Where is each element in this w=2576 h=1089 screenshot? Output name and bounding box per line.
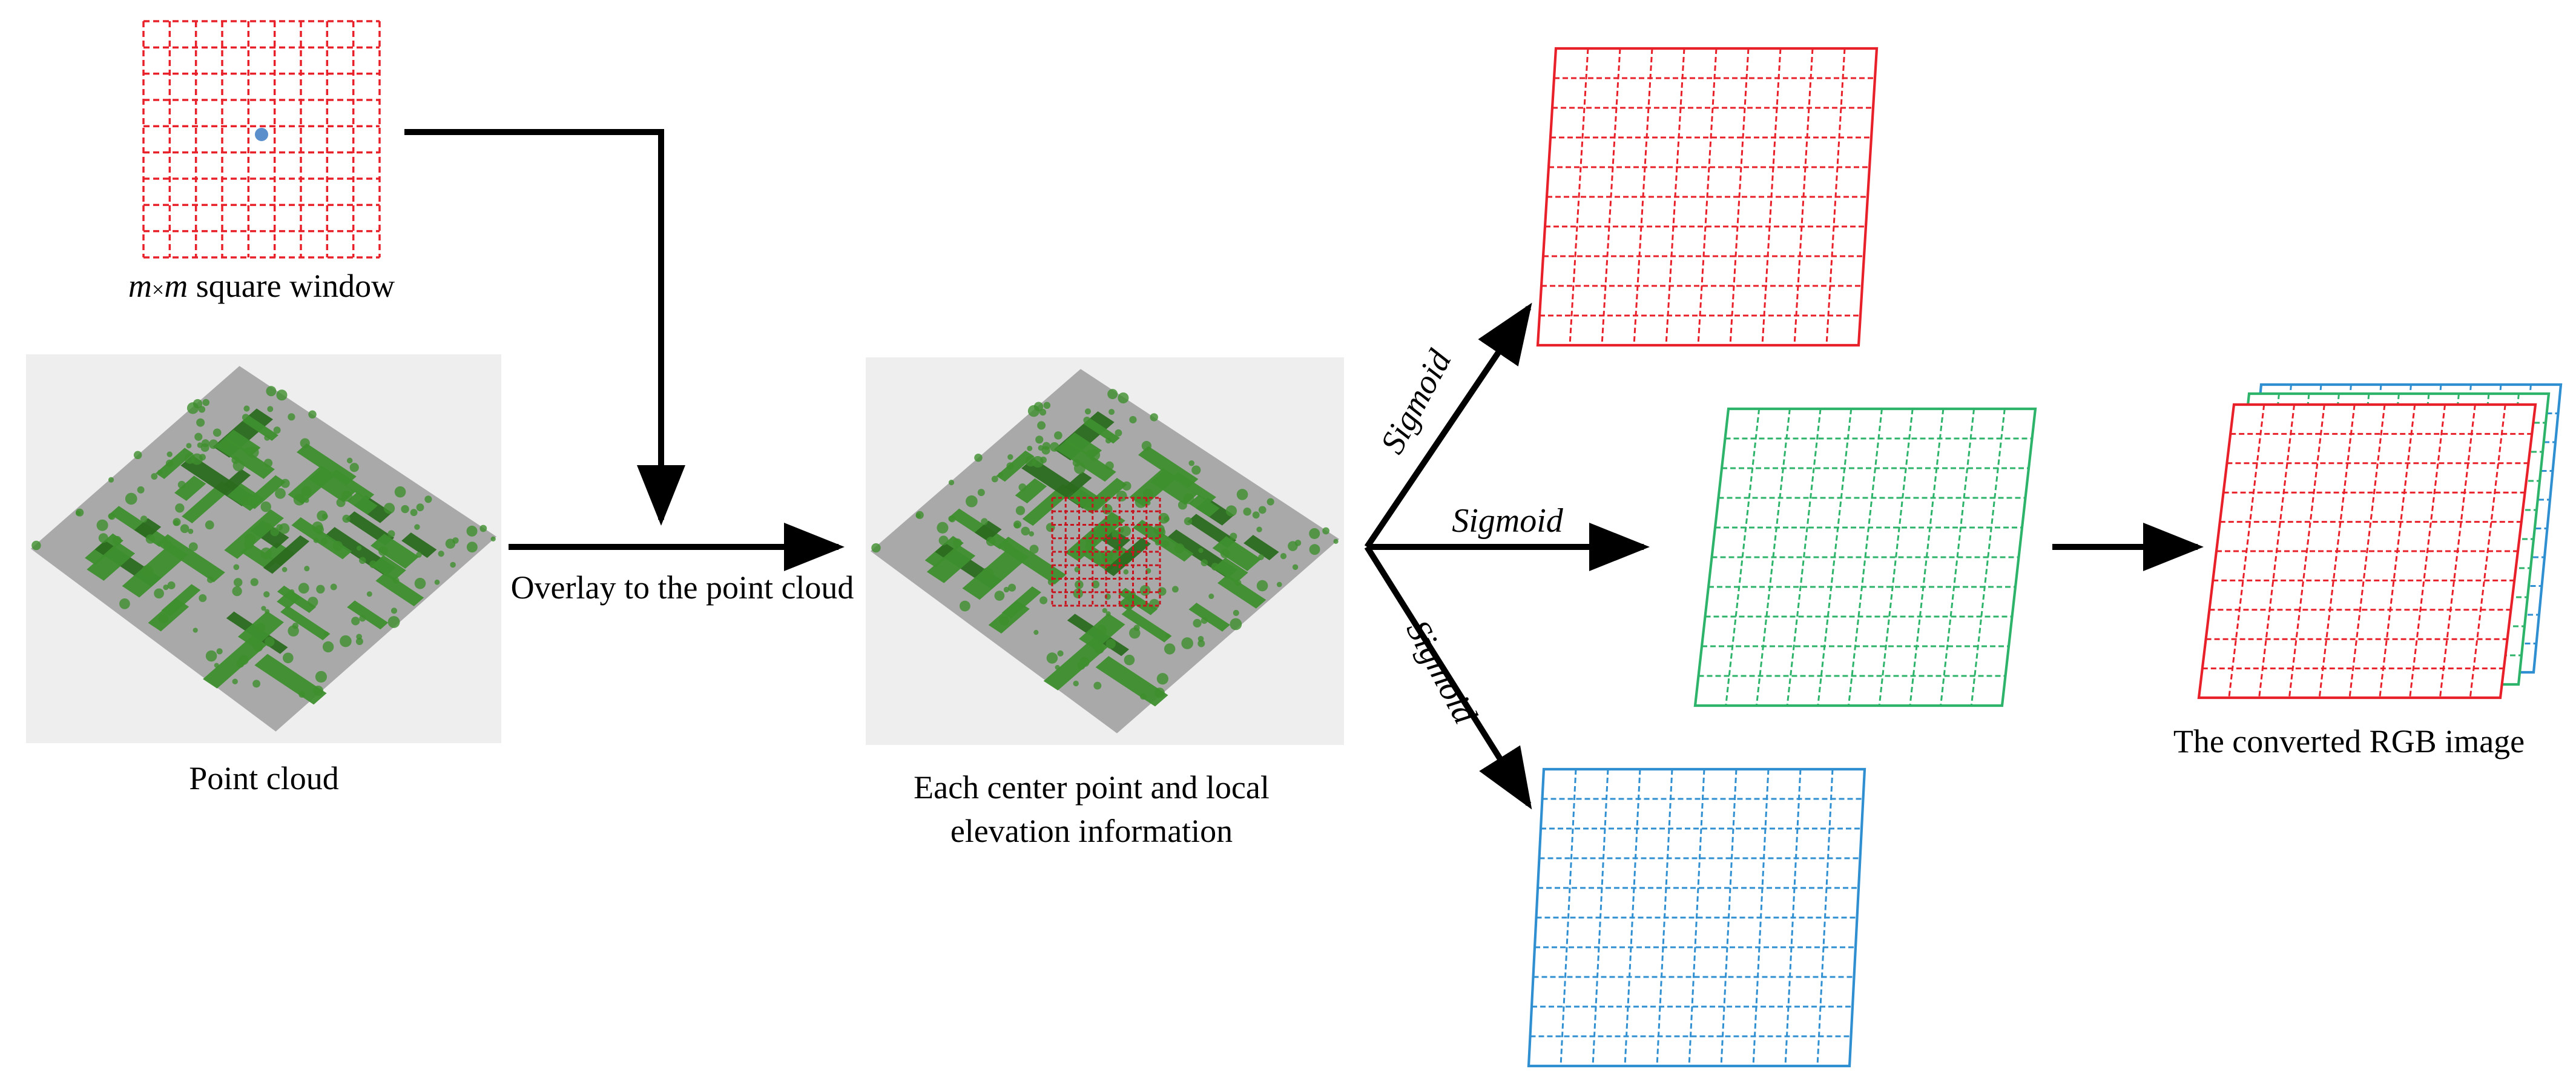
overlay-label: Overlay to the point cloud <box>511 569 854 606</box>
red-channel-grid <box>1536 47 1879 347</box>
rgb-image-label: The converted RGB image <box>2173 723 2525 760</box>
sigmoid-mid-label: Sigmoid <box>1452 502 1564 540</box>
sigmoid-up-arrow <box>1364 302 1532 549</box>
center-info-label-line2: elevation information <box>950 813 1233 849</box>
window-label: m×m square window <box>128 268 395 304</box>
sigmoid-down-arrow <box>1364 545 1532 810</box>
blue-channel-grid <box>1527 767 1866 1068</box>
rgb-stack-red-layer <box>2197 403 2537 700</box>
point-cloud-with-window-image <box>866 357 1344 745</box>
square-window-grid-icon <box>142 20 381 259</box>
green-channel-grid <box>1693 407 2037 707</box>
sigmoid-up-label: Sigmoid <box>1374 343 1459 460</box>
window-to-overlay-arrow <box>404 129 685 526</box>
window-center-point <box>255 128 268 141</box>
point-cloud-label: Point cloud <box>189 760 339 796</box>
sigmoid-down-label: Sigmoid <box>1398 614 1484 730</box>
point-cloud-image <box>26 354 501 743</box>
center-info-label-line1: Each center point and local <box>914 769 1270 806</box>
